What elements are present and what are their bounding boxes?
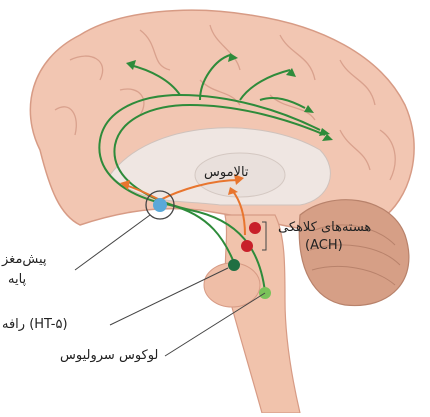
ach-label-line1: هسته‌های کلاهکی: [278, 220, 371, 236]
basal-forebrain-nucleus: [153, 198, 167, 212]
thalamus-label: تالاموس: [204, 165, 249, 181]
basal-forebrain-label-line1: پیش‌مغز: [2, 252, 47, 268]
brainstem: [225, 215, 300, 413]
ach-nucleus-lower: [241, 240, 253, 252]
basal-forebrain-label-line2: پایه: [8, 272, 26, 288]
ach-nucleus-upper: [249, 222, 261, 234]
locus-coeruleus-label: لوکوس سرولیوس: [60, 348, 158, 364]
raphe-label: رافه (HT-۵): [2, 317, 68, 333]
ach-label-line2: (ACH): [305, 238, 343, 254]
raphe-nucleus: [228, 259, 240, 271]
